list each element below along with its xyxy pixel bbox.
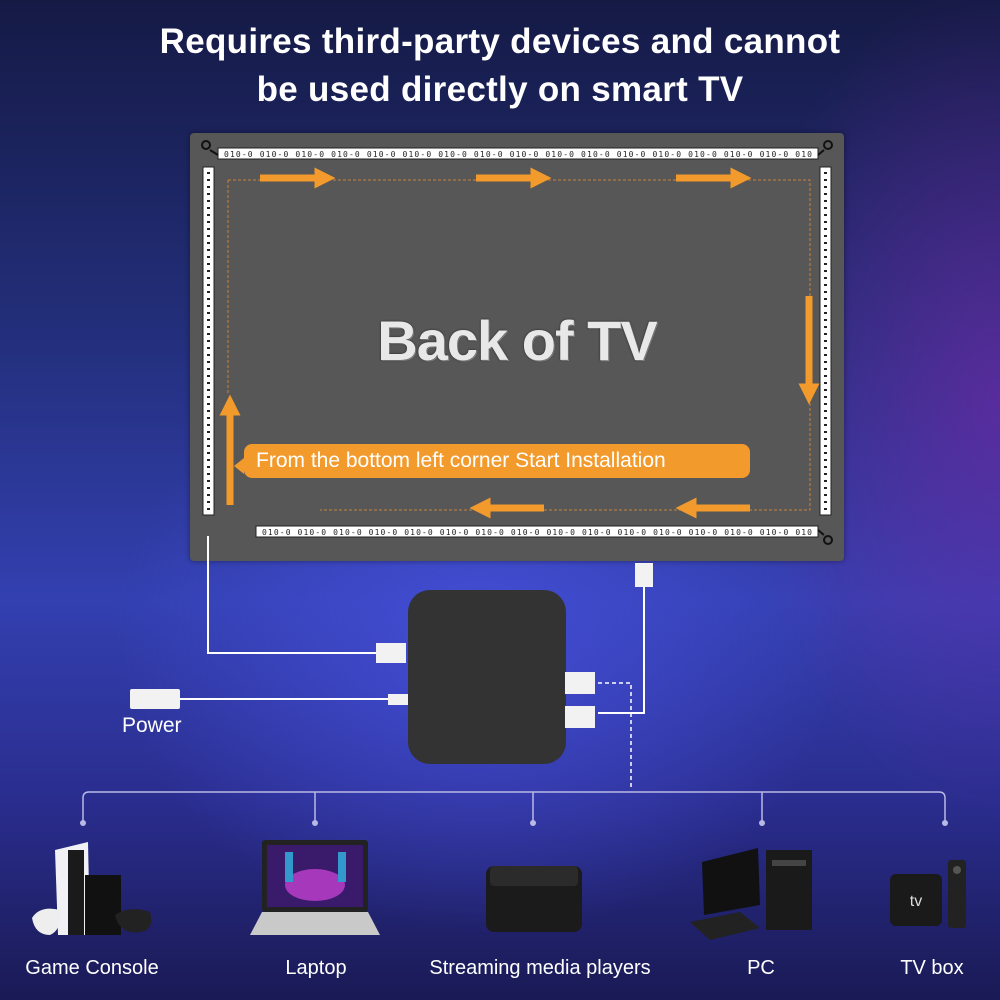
led-strip-bottom: 010-0 010-0 010-0 010-0 010-0 010-0 010-… bbox=[255, 525, 819, 538]
headline-line-1: Requires third-party devices and cannot bbox=[159, 22, 841, 61]
laptop-icon bbox=[250, 840, 380, 935]
headline: Requires third-party devices and cannot … bbox=[0, 18, 1000, 114]
led-strip-top: 010-0 010-0 010-0 010-0 010-0 010-0 010-… bbox=[217, 147, 819, 160]
game-console-icon bbox=[32, 842, 152, 935]
device-label-pc: PC bbox=[747, 957, 775, 979]
device-label-laptop: Laptop bbox=[285, 957, 347, 979]
svg-text:010-0 010-0 010-0 010-0 010-0: 010-0 010-0 010-0 010-0 010-0 010-0 010-… bbox=[224, 150, 812, 159]
power-label: Power bbox=[122, 714, 182, 737]
device-label-game-console: Game Console bbox=[25, 957, 159, 979]
hdmi-out-cable bbox=[598, 586, 645, 714]
tv-box-icon: tv bbox=[890, 860, 966, 928]
svg-text:010-0 010-0 010-0 010-0 010-0: 010-0 010-0 010-0 010-0 010-0 010-0 010-… bbox=[262, 528, 812, 537]
tv-logo: tv bbox=[910, 893, 922, 910]
usb-plug bbox=[635, 563, 653, 587]
pc-icon bbox=[690, 848, 812, 940]
tv-back-label: Back of TV bbox=[377, 309, 657, 372]
power-in-plug bbox=[388, 694, 408, 705]
headline-line-2: be used directly on smart TV bbox=[256, 70, 744, 109]
led-strip-left bbox=[202, 166, 215, 516]
hdmi-sync-box bbox=[408, 590, 566, 764]
hdmi-port-in bbox=[565, 672, 595, 694]
streaming-player-icon bbox=[486, 866, 582, 932]
led-strip-right bbox=[819, 166, 832, 516]
strip-plug bbox=[376, 643, 406, 663]
tv-back-panel bbox=[190, 133, 844, 561]
strip-cable bbox=[207, 536, 380, 654]
install-callout: From the bottom left corner Start Instal… bbox=[234, 444, 750, 478]
hdmi-in-dashed-cable bbox=[598, 682, 632, 790]
corner-connectors bbox=[201, 140, 833, 545]
device-label-tv-box: TV box bbox=[900, 957, 964, 979]
device-label-streaming: Streaming media players bbox=[429, 957, 651, 979]
hdmi-port-out bbox=[565, 706, 595, 728]
power-plug bbox=[130, 689, 180, 709]
device-bus bbox=[82, 791, 946, 822]
